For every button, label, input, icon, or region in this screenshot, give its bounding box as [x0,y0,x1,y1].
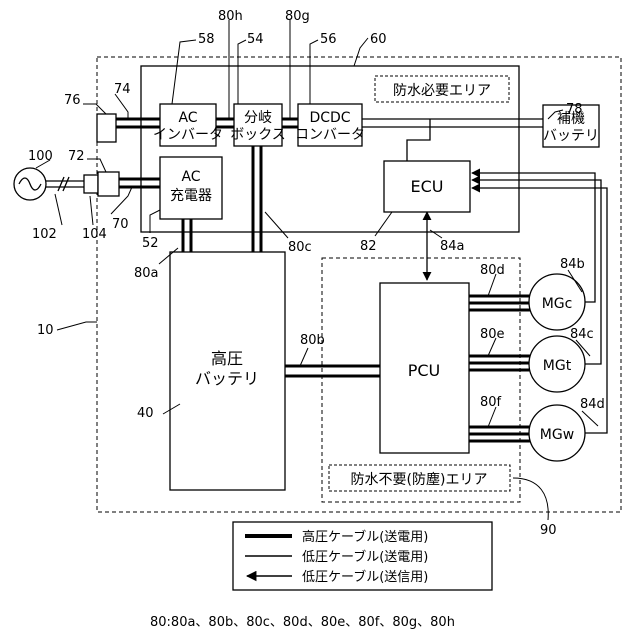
svg-text:80b: 80b [300,333,325,348]
ac-inverter: AC インバータ [153,104,223,146]
svg-text:90: 90 [540,523,557,538]
svg-text:MGt: MGt [543,358,572,374]
svg-text:80g: 80g [285,9,310,24]
legend-high-voltage-text: 高圧ケーブル(送電用) [302,529,428,545]
svg-text:MGw: MGw [540,427,574,443]
ecu: ECU [384,161,470,212]
motor-mgc: MGc [529,274,585,330]
svg-text:40: 40 [137,406,154,421]
svg-text:78: 78 [566,102,583,117]
svg-text:80a: 80a [134,266,159,281]
svg-text:分岐: 分岐 [244,110,272,126]
footnote: 80:80a、80b、80c、80d、80e、80f、80g、80h [150,615,455,630]
svg-text:インバータ: インバータ [153,127,223,143]
svg-text:72: 72 [68,149,85,164]
svg-text:80c: 80c [288,240,312,255]
svg-text:76: 76 [64,93,81,108]
svg-text:58: 58 [198,32,215,47]
connector-76 [97,114,116,142]
svg-text:70: 70 [112,217,129,232]
svg-text:102: 102 [32,227,57,242]
svg-text:AC: AC [181,169,200,185]
legend-low-voltage-signal-text: 低圧ケーブル(送信用) [302,569,428,585]
svg-text:82: 82 [360,239,377,254]
svg-text:80e: 80e [480,327,505,342]
ac-source-icon [14,168,46,200]
svg-text:ECU: ECU [411,177,444,196]
svg-text:10: 10 [37,323,54,338]
waterproof-not-required-label: 防水不要(防塵)エリア [351,471,488,488]
svg-text:100: 100 [28,149,53,164]
svg-text:84a: 84a [440,239,465,254]
svg-text:高圧: 高圧 [211,349,243,368]
dcdc-converter: DCDC コンバータ [295,104,365,146]
motor-mgw: MGw [529,405,585,461]
svg-text:80d: 80d [480,263,505,278]
svg-text:52: 52 [142,236,159,251]
charging-plug [84,172,119,196]
svg-text:80f: 80f [480,395,502,410]
svg-text:104: 104 [82,227,107,242]
svg-text:コンバータ: コンバータ [295,127,365,143]
cable-break-marks [58,177,69,191]
legend: 高圧ケーブル(送電用) 低圧ケーブル(送電用) 低圧ケーブル(送信用) [233,522,492,590]
legend-low-voltage-power-text: 低圧ケーブル(送電用) [302,549,428,565]
svg-text:DCDC: DCDC [309,110,350,126]
svg-text:56: 56 [320,32,337,47]
branch-box: 分岐 ボックス [230,104,286,146]
svg-text:84b: 84b [560,257,585,272]
svg-text:60: 60 [370,32,387,47]
svg-text:PCU: PCU [408,361,441,380]
ac-charger: AC 充電器 [160,157,222,219]
reference-labels: 58 54 56 80h 80g 60 76 74 78 100 72 70 1… [28,9,605,538]
waterproof-required-label: 防水必要エリア [393,83,491,99]
svg-text:84d: 84d [580,397,605,412]
svg-text:バッテリ: バッテリ [195,369,259,388]
svg-text:バッテリ: バッテリ [543,128,599,144]
svg-text:MGc: MGc [542,296,573,312]
pcu: PCU [380,283,469,453]
svg-text:充電器: 充電器 [170,188,212,204]
motor-mgt: MGt [529,336,585,392]
svg-text:80h: 80h [218,9,243,24]
svg-text:AC: AC [178,110,197,126]
svg-text:54: 54 [247,32,264,47]
svg-text:84c: 84c [570,327,594,342]
svg-text:74: 74 [114,82,131,97]
hv-battery: 高圧 バッテリ [170,252,285,490]
svg-text:ボックス: ボックス [230,127,286,143]
